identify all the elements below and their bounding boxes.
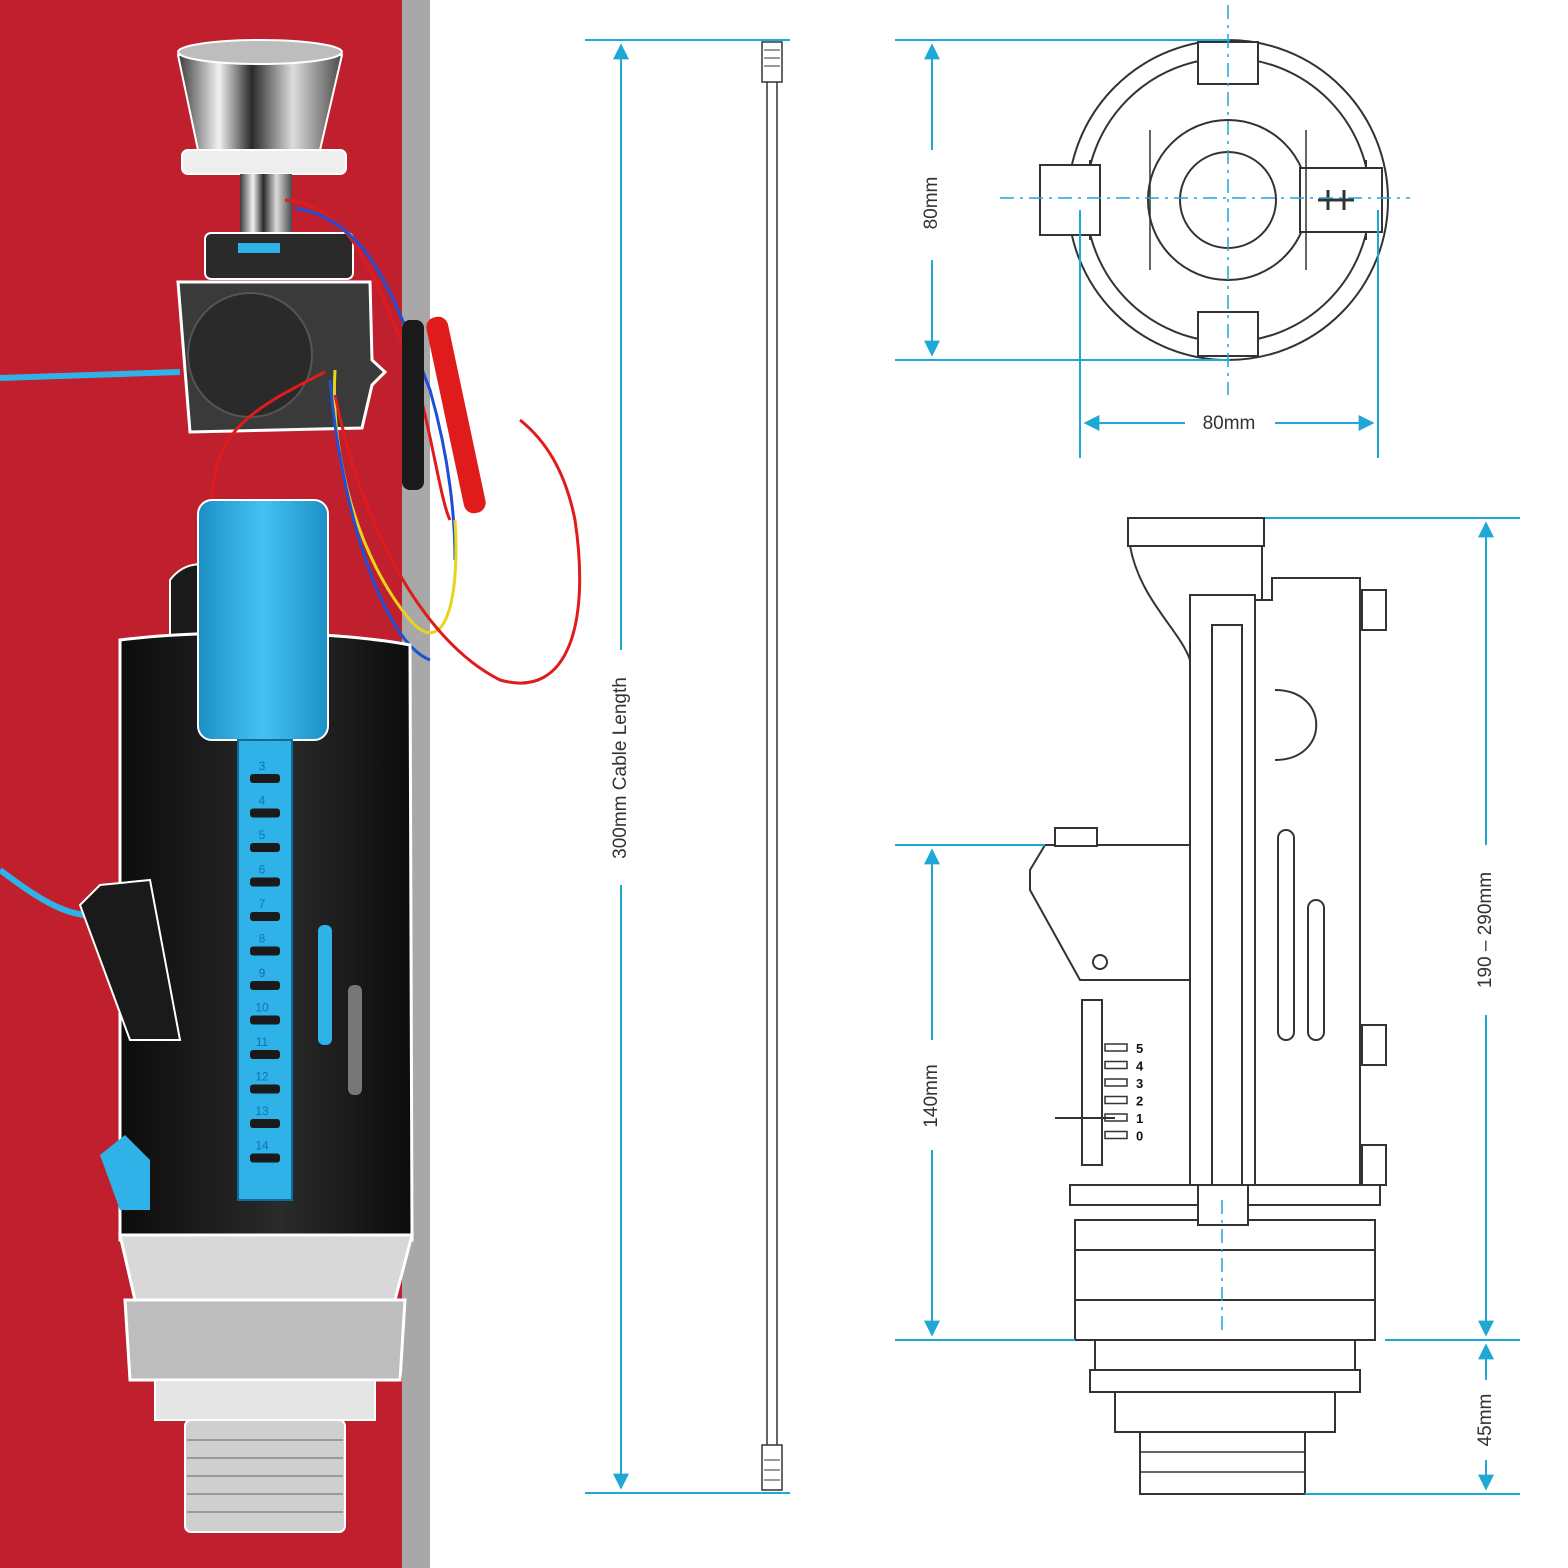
push-button: [176, 39, 347, 240]
side-scale-number: 2: [1136, 1094, 1143, 1109]
rack-scale-number: 5: [259, 828, 266, 842]
rack-scale-number: 12: [255, 1070, 269, 1084]
top-view-drawing: [1039, 39, 1389, 361]
side-scale-tick: [1104, 1060, 1128, 1070]
rack-scale-number: 9: [259, 966, 266, 980]
rack-slot: [250, 1153, 280, 1163]
side-scale-tick: [1104, 1130, 1128, 1140]
rack-scale-number: 8: [259, 932, 266, 946]
rack-slot: [250, 808, 280, 818]
rack-slot: [250, 843, 280, 852]
inline-connector-red: [426, 316, 486, 514]
thread-height-label: 45mm: [1475, 1394, 1496, 1447]
rack-slot: [250, 1084, 280, 1094]
rack-scale-number: 3: [259, 759, 266, 773]
side-view-scale: 5 4 3 2 1 0: [1104, 1041, 1144, 1144]
actuator-housing: [176, 232, 388, 434]
side-view-drawing: [1029, 517, 1387, 1495]
side-scale-number: 4: [1136, 1059, 1144, 1074]
rack-scale-number: 11: [256, 1035, 269, 1049]
cable-length-label: 300mm Cable Length: [610, 677, 631, 859]
rack-scale-number: 13: [255, 1104, 269, 1118]
rack-slot: [250, 877, 280, 887]
top-view-width-dimension: 80mm: [1079, 210, 1379, 458]
top-view-height-dimension: 80mm: [895, 39, 1230, 361]
rack-slot: [250, 1119, 280, 1128]
cable-drawing: [761, 41, 783, 1491]
overflow-height-dimension: 140mm: [895, 844, 1075, 1341]
side-scale-number: 0: [1136, 1129, 1143, 1144]
valve-base: [118, 1233, 414, 1533]
top-view-centerlines: [1000, 5, 1410, 395]
cable-length-dimension: 300mm Cable Length: [585, 39, 790, 1494]
rack-slot: [250, 774, 280, 783]
side-scale-tick: [1104, 1043, 1128, 1052]
rack-scale-number: 7: [259, 897, 266, 911]
rack-scale-number: 4: [259, 794, 266, 808]
side-scale-tick: [1104, 1078, 1128, 1087]
inline-connector-black: [402, 320, 424, 490]
rack-slot: [250, 1050, 280, 1059]
side-scale-tick: [1104, 1095, 1128, 1105]
rack-scale-number: 14: [255, 1139, 269, 1153]
product-render: 3 4 5 6 7 8 9 10 11 12 13 14: [0, 0, 582, 1568]
side-scale-number: 1: [1136, 1111, 1143, 1126]
side-scale-number: 5: [1136, 1041, 1143, 1056]
rack-scale-number: 6: [259, 863, 266, 877]
top-view-width-label: 80mm: [1203, 413, 1256, 434]
blue-cable-upper: [0, 369, 181, 381]
rack-scale-number: 10: [255, 1001, 269, 1015]
valve-height-label: 190 – 290mm: [1475, 872, 1496, 988]
overflow-height-label: 140mm: [921, 1064, 942, 1127]
rack-slot: [250, 981, 280, 990]
rack-slot: [250, 946, 280, 956]
rack-slot: [250, 912, 280, 921]
valve-scale: 3 4 5 6 7 8 9 10 11 12 13 14: [250, 759, 280, 1163]
top-view-height-label: 80mm: [921, 177, 942, 230]
thread-height-dimension: 45mm: [1305, 1343, 1520, 1495]
rack-slot: [250, 1015, 280, 1025]
valve-height-dimension: 190 – 290mm: [1265, 517, 1520, 1341]
side-scale-number: 3: [1136, 1076, 1143, 1091]
side-scale-tick: [1104, 1113, 1128, 1122]
